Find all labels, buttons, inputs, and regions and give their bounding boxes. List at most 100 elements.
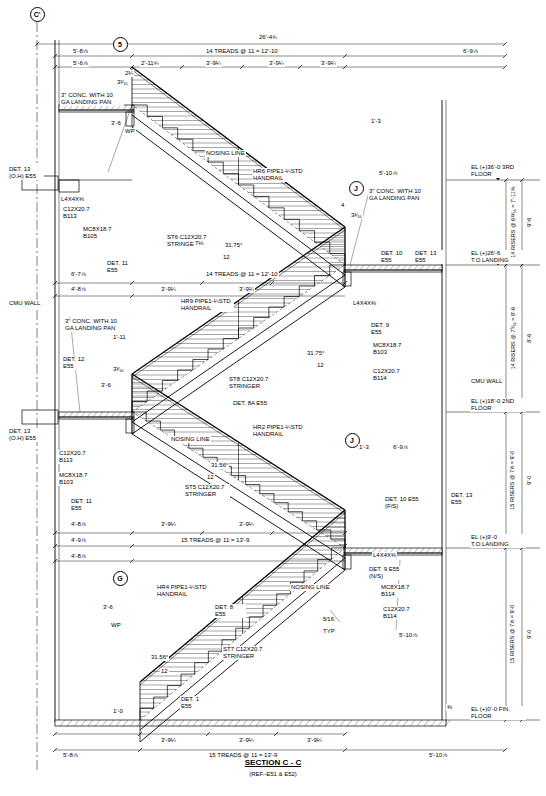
cmu-wall: [446, 100, 447, 722]
concrete-hatch: [372, 265, 376, 270]
drawing-label: DET. 12 E55: [62, 356, 94, 370]
drawing-label: DET. 13 E55: [450, 492, 480, 506]
guard-bar: [149, 423, 209, 424]
guard-bar: [171, 134, 222, 135]
concrete-hatch: [333, 720, 338, 726]
guard-bar: [132, 375, 186, 376]
guard-bar: [281, 271, 336, 272]
concrete-hatch: [402, 265, 406, 270]
drawing-label: 12: [206, 474, 215, 481]
grid-bubble: J: [349, 181, 364, 196]
concrete-hatch: [438, 265, 442, 270]
guard-bar: [249, 590, 294, 591]
drawing-label: 14 TREADS @ 11 = 12'-10: [205, 48, 279, 55]
vertical-dimension: 9'-0: [526, 475, 532, 486]
guard-bar: [156, 427, 216, 428]
dimension-tick: [53, 65, 57, 69]
concrete-hatch: [123, 412, 127, 417]
dimension-line: [37, 44, 505, 45]
drawing-label: 3" CONC. WITH 10 GA LANDING PAN: [64, 318, 128, 332]
guard-bar: [272, 210, 323, 211]
concrete-hatch: [249, 720, 254, 726]
stair-treads: [132, 412, 345, 548]
nosing-line: [132, 265, 345, 412]
guard-bar: [297, 550, 342, 551]
guard-bar: [308, 237, 345, 238]
floor-line: [59, 180, 132, 181]
guard-bar: [135, 107, 186, 108]
drawing-label: 5'-6⅞: [72, 60, 89, 67]
drawing-label: C12X20.7 B113: [62, 206, 100, 220]
concrete-hatch: [361, 720, 366, 726]
concrete-hatch: [402, 548, 406, 553]
drawing-label: ⅜: [446, 704, 453, 711]
concrete-hatch: [408, 548, 412, 553]
drawing-label: 3'-6: [100, 382, 112, 389]
guard-bar: [132, 397, 153, 398]
guard-bar: [132, 378, 138, 379]
drawing-label: L4X4X⅜: [352, 300, 377, 307]
concrete-hatch: [130, 720, 135, 726]
dimension-tick: [138, 732, 142, 736]
dimension-tick: [53, 294, 57, 298]
guard-bar: [261, 285, 316, 286]
landing-slab: [59, 412, 134, 417]
guard-bar: [283, 508, 343, 509]
guard-bar: [228, 307, 283, 308]
concrete-hatch: [426, 548, 430, 553]
concrete-hatch: [396, 265, 400, 270]
drawing-label: 3'-9¼: [160, 737, 177, 744]
drawing-label: NOSING LINE: [290, 584, 331, 591]
guard-bar: [177, 138, 228, 139]
concrete-hatch: [284, 720, 289, 726]
dimension-tick: [343, 531, 347, 535]
concrete-hatch: [305, 720, 310, 726]
concrete-hatch: [123, 720, 128, 726]
dimension-line: [55, 546, 345, 547]
landing-pan: [59, 417, 134, 419]
guard-bar: [265, 577, 310, 578]
section-caption: (REF.-E51 & E52): [249, 771, 297, 777]
guard-bar: [209, 321, 264, 322]
guard-bar: [176, 343, 231, 344]
concrete-hatch: [438, 720, 443, 726]
dimension-tick: [130, 531, 134, 535]
stringer: [132, 287, 345, 434]
drawing-label: L4X4X⅜: [60, 196, 85, 203]
guard-bar: [159, 125, 210, 126]
dimension-tick: [206, 732, 210, 736]
dimension-tick: [270, 281, 274, 285]
drawing-label: NOSING LINE: [205, 150, 246, 157]
handrail: [132, 230, 345, 377]
guard-bar: [241, 298, 296, 299]
guard-bar: [132, 406, 140, 407]
stringer: [140, 558, 345, 730]
guard-bar: [140, 712, 150, 713]
concrete-hatch: [129, 412, 133, 417]
drawing-label: ST5 C12X20.7 STRINGER: [184, 484, 230, 498]
guard-bar: [313, 249, 345, 250]
concrete-hatch: [340, 720, 345, 726]
concrete-hatch: [432, 265, 436, 270]
vertical-dimension: 15 RISERS @ 7⅕ = 9'-0: [510, 449, 516, 510]
guard-bar: [237, 183, 288, 184]
drawing-label: 3'-9¼: [268, 60, 285, 67]
drawing-label: 3³⁄₁₆: [350, 212, 363, 219]
dimension-line: [55, 296, 345, 297]
dimension-tick: [130, 294, 134, 298]
concrete-hatch: [414, 265, 418, 270]
guard-bar: [290, 513, 345, 514]
concrete-hatch: [417, 720, 422, 726]
drawing-label: 5'-8⅞: [62, 752, 79, 759]
dimension-tick: [130, 544, 134, 548]
guard-post: [140, 682, 141, 720]
guard-bar: [248, 294, 303, 295]
guard-bar: [338, 260, 345, 261]
dimension-tick: [343, 65, 347, 69]
stringer: [132, 127, 345, 287]
concrete-hatch: [172, 720, 177, 726]
drawing-label: 3'-9¼: [160, 286, 177, 293]
concrete-hatch: [60, 720, 65, 726]
drawing-label: 26'-4¾: [258, 34, 278, 41]
